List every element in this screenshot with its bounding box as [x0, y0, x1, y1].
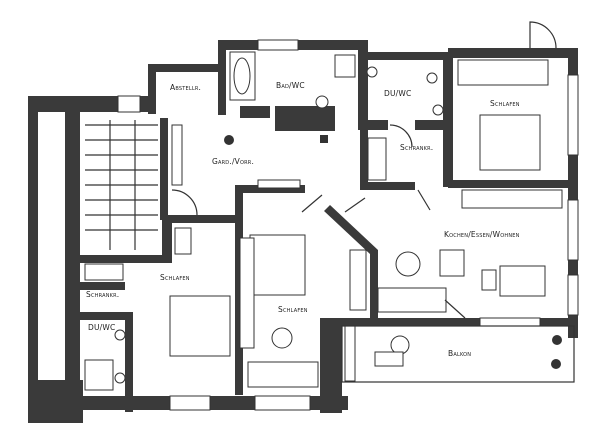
balcony — [341, 325, 575, 383]
plant-icon — [552, 335, 562, 345]
room-label-schrankraum-left: Schrankr. — [86, 290, 119, 299]
room-label-balkon: Balkon — [448, 349, 471, 358]
room-labels: Abstellr. Bad/WC DU/WC Schlafen Gard./Vo… — [86, 81, 520, 358]
room-label-schrankraum-top: Schrankr. — [400, 143, 433, 152]
room-label-schlafen-top-right: Schlafen — [490, 99, 520, 108]
room-label-schlafen-left: Schlafen — [160, 273, 190, 282]
balcony-table — [374, 351, 404, 367]
room-label-bad-wc: Bad/WC — [276, 81, 305, 90]
windows — [117, 39, 579, 411]
room-label-kochen-essen-wohnen: Kochen/Essen/Wohnen — [444, 230, 520, 239]
furniture — [84, 51, 563, 391]
plants — [224, 135, 562, 369]
doors — [171, 21, 557, 319]
plant-icon — [551, 359, 561, 369]
room-label-abstellraum: Abstellr. — [170, 83, 201, 92]
room-label-garderobe-vorraum: Gard./Vorr. — [212, 157, 254, 166]
balcony-chair — [390, 335, 410, 355]
room-label-schlafen-middle: Schlafen — [278, 305, 308, 314]
room-label-du-wc-bottom: DU/WC — [88, 323, 115, 332]
room-label-du-wc-top: DU/WC — [384, 89, 411, 98]
stairs — [85, 120, 158, 250]
plant-icon — [224, 135, 234, 145]
